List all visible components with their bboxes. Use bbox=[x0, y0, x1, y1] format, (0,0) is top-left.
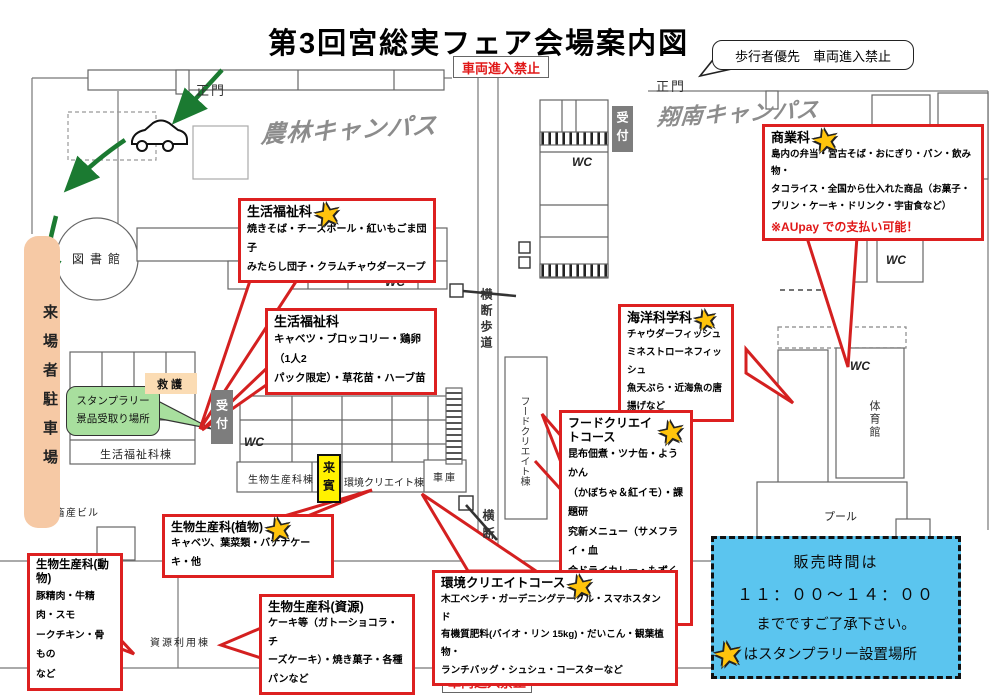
guest-box: 来賓 bbox=[317, 454, 341, 503]
info-line-3: までですご了承下さい。 bbox=[756, 617, 916, 634]
gate-label-right: 正門 bbox=[656, 79, 687, 94]
callout-title: 生物生産科(植物) bbox=[171, 520, 263, 534]
garage-label: 車庫 bbox=[433, 471, 457, 484]
callout-welfare-2: 生活福祉科 キャベツ・ブロッコリー・鶏卵（1人2 パック限定）・草花苗・ハーブ苗 bbox=[265, 308, 437, 396]
stamp-star-icon bbox=[713, 653, 743, 659]
info-line-1: 販売時間は bbox=[793, 555, 879, 572]
callout-note: ※AUpay での支払い可能！ bbox=[771, 219, 919, 234]
callout-body: ケーキ等（ガトーショコラ・チ ーズケーキ）・焼き菓子・各種 パンなど bbox=[268, 618, 403, 685]
page-title: 第3回宮総実フェア会場案内図 bbox=[268, 28, 690, 60]
pedestrian-priority-bubble: 歩行者優先 車両進入禁止 bbox=[712, 40, 914, 70]
stamp-star-icon bbox=[813, 138, 838, 143]
gate-label-left: 正門 bbox=[196, 83, 227, 98]
stamp-rally-pickup-bubble: スタンプラリー 景品受取り場所 bbox=[66, 386, 160, 436]
bio-building-label: 生物生産科棟 bbox=[248, 473, 314, 486]
stamp-star-icon bbox=[569, 584, 594, 589]
gym-label: 体育館 bbox=[868, 399, 880, 439]
callout-welfare-1: 生活福祉科 焼きそば・チーズボール・紅いもごま団子 みたらし団子・クラムチャウダ… bbox=[238, 198, 436, 283]
first-aid-box: 救護 bbox=[145, 373, 197, 394]
car-icon bbox=[131, 119, 188, 152]
stamp-star-icon bbox=[659, 431, 684, 436]
callout-title: 生物生産科(資源) bbox=[268, 600, 364, 614]
callout-animal: 生物生産科(動物) 豚精肉・牛精肉・スモ ークチキン・骨もの など bbox=[27, 553, 123, 691]
callout-body: 島内の弁当・宮古そば・おにぎり・パン・飲み物・ タコライス・全国から仕入れた商品… bbox=[771, 148, 971, 213]
stamp-star-icon bbox=[695, 319, 716, 323]
callout-body: チャウダーフィッシュ ミネストローネフィッシュ 魚天ぷら・近海魚の唐揚げなど bbox=[627, 328, 723, 412]
crossing-label: 横断 bbox=[481, 509, 495, 545]
stamp-star-icon bbox=[266, 528, 291, 533]
reception-right: 受付 bbox=[612, 106, 633, 152]
sales-hours-info-box: 販売時間は １１：００～１４：００ までですご了承下さい。 はスタンプラリー設置… bbox=[711, 536, 961, 679]
info-line-4: はスタンプラリー設置場所 bbox=[743, 646, 918, 663]
livestock-building-label: 畜産ビル bbox=[55, 506, 99, 519]
wc-label-3: WC bbox=[572, 155, 592, 169]
visitor-parking: 来場者駐車場 bbox=[24, 236, 60, 528]
callout-env-course: 環境クリエイトコース 木工ベンチ・ガーデニングテーブル・スマホスタンド 有機質肥… bbox=[432, 570, 678, 686]
map-labels: 図書館 WC WC WC WC WC 生活福祉科棟 生物生産科棟 環境クリエイト… bbox=[55, 155, 906, 649]
callout-title: 環境クリエイトコース bbox=[441, 576, 566, 590]
wc-label-2: WC bbox=[244, 435, 264, 449]
callout-resource: 生物生産科(資源) ケーキ等（ガトーショコラ・チ ーズケーキ）・焼き菓子・各種 … bbox=[259, 594, 415, 695]
callout-body: キャベツ、葉菜類・バナナケーキ・他 bbox=[171, 538, 311, 569]
callout-title: 生活福祉科 bbox=[247, 204, 313, 219]
callout-title: 生物生産科(動物) bbox=[36, 559, 109, 585]
stamp-star-icon bbox=[315, 212, 340, 217]
callout-body: キャベツ・ブロッコリー・鶏卵（1人2 パック限定）・草花苗・ハーブ苗 bbox=[274, 332, 426, 385]
callout-body: 豚精肉・牛精肉・スモ ークチキン・骨もの など bbox=[36, 590, 105, 680]
wc-label-4: WC bbox=[886, 253, 906, 267]
no-entry-sign-top: 車両進入禁止 bbox=[453, 56, 549, 78]
welfare-building-label: 生活福祉科棟 bbox=[100, 447, 172, 461]
library-label: 図書館 bbox=[72, 251, 126, 266]
callout-title: 商業科 bbox=[771, 130, 811, 145]
pool-label: プール bbox=[824, 510, 857, 523]
food-building-label: フードクリエイト棟 bbox=[518, 396, 529, 486]
callout-title: 生活福祉科 bbox=[274, 314, 340, 329]
callout-marine: 海洋科学科 チャウダーフィッシュ ミネストローネフィッシュ 魚天ぷら・近海魚の唐… bbox=[618, 304, 734, 422]
callout-body: 木工ベンチ・ガーデニングテーブル・スマホスタンド 有機質肥料(バイオ・リン 15… bbox=[441, 594, 664, 676]
reception-left: 受付 bbox=[211, 390, 233, 444]
env-building-label: 環境クリエイト棟 bbox=[344, 476, 424, 489]
resource-building-label: 資源利用棟 bbox=[150, 636, 210, 649]
callout-commerce: 商業科 島内の弁当・宮古そば・おにぎり・パン・飲み物・ タコライス・全国から仕入… bbox=[762, 124, 984, 241]
callout-title: 海洋科学科 bbox=[627, 310, 693, 325]
callout-title: フードクリエイトコース bbox=[568, 416, 653, 445]
crosswalk-label: 横断歩道 bbox=[479, 288, 493, 352]
callout-plant: 生物生産科(植物) キャベツ、葉菜類・バナナケーキ・他 bbox=[162, 514, 334, 579]
wc-label-5: WC bbox=[850, 359, 870, 373]
info-line-2: １１：００～１４：００ bbox=[736, 586, 935, 604]
callout-body: 焼きそば・チーズボール・紅いもごま団子 みたらし団子・クラムチャウダースープ bbox=[247, 223, 427, 273]
